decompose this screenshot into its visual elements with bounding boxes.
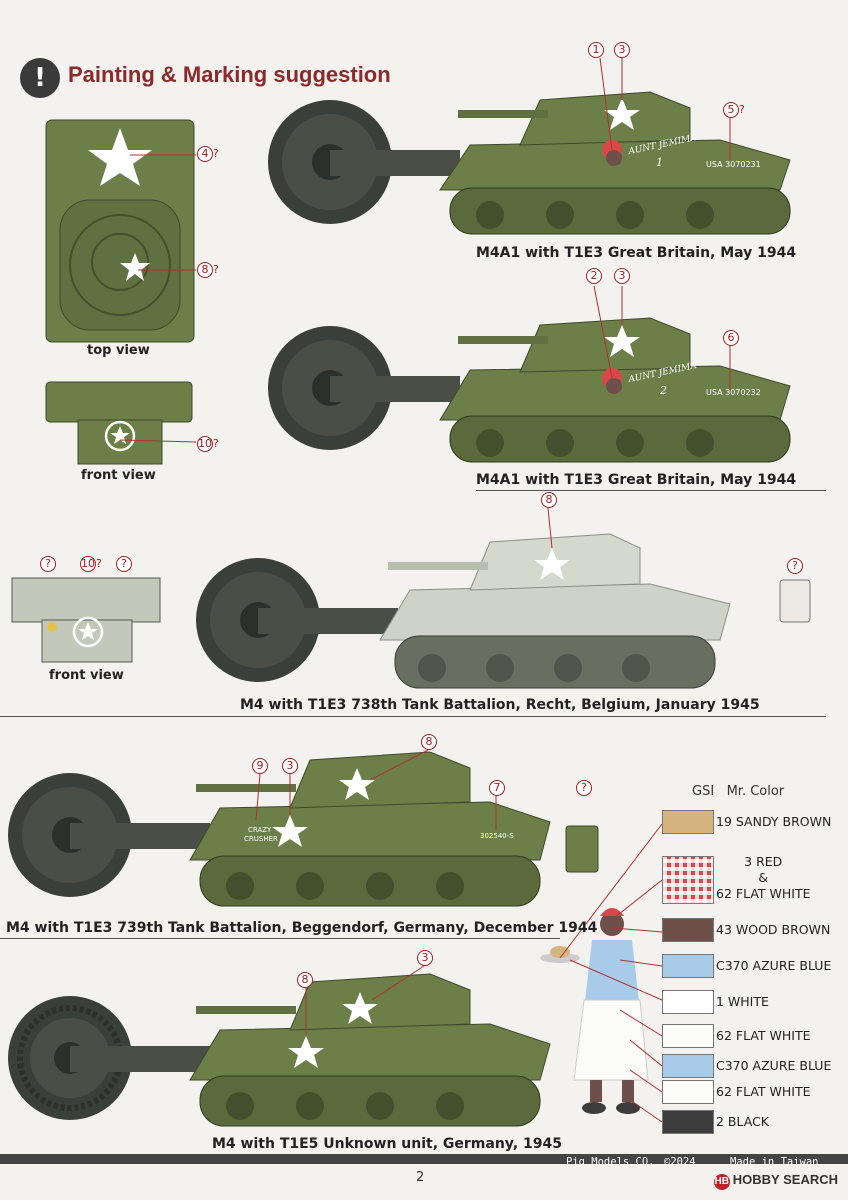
- callout-9: 9: [252, 758, 268, 774]
- legend-label: C370 AZURE BLUE: [716, 1058, 832, 1073]
- figure-illustration: [540, 908, 649, 1114]
- hobby-search-icon: HB: [713, 1174, 730, 1190]
- callout-3b: 3: [614, 268, 630, 284]
- callout-2: 2: [586, 268, 602, 284]
- marking-serial-1: USA 3070231: [706, 160, 761, 169]
- legend-swatch: [662, 1080, 714, 1104]
- footer-company: Pig Models CO.: [566, 1156, 655, 1168]
- caption-tank-2: M4A1 with T1E3 Great Britain, May 1944: [476, 472, 797, 488]
- marking-serial-4: 302540-S: [480, 832, 514, 840]
- tank-4: [8, 751, 599, 907]
- callout-q-1: ?: [40, 556, 56, 572]
- tank-3: [196, 533, 811, 689]
- callout-4: 4?: [197, 146, 219, 162]
- marking-number-1: 1: [656, 156, 663, 169]
- caption-tank-5: M4 with T1E5 Unknown unit, Germany, 1945: [212, 1136, 562, 1152]
- star-marking-4: [88, 128, 152, 186]
- front-view-label-2: front view: [49, 668, 124, 683]
- page-number: 2: [416, 1170, 425, 1185]
- callout-10-front: 10?: [197, 436, 219, 452]
- warning-icon: !: [20, 58, 60, 98]
- legend-swatch: [662, 1110, 714, 1134]
- page-title: Painting & Marking suggestion: [68, 62, 391, 87]
- legend-label: 62 FLAT WHITE: [716, 1084, 811, 1099]
- legend-swatch: [662, 990, 714, 1014]
- legend-label: 43 WOOD BROWN: [716, 922, 831, 937]
- legend-header: GSI Mr. Color: [692, 784, 785, 799]
- caption-tank-4: M4 with T1E3 739th Tank Battalion, Begge…: [6, 920, 598, 936]
- callout-7: 7: [489, 780, 505, 796]
- legend-label: 1 WHITE: [716, 994, 769, 1009]
- legend-label: C370 AZURE BLUE: [716, 958, 832, 973]
- callout-5: 5?: [723, 102, 745, 118]
- marking-crazy: CRAZY: [248, 826, 272, 834]
- caption-tank-3: M4 with T1E3 738th Tank Battalion, Recht…: [240, 697, 760, 713]
- callout-q-4: ?: [576, 780, 592, 796]
- callout-8c: 8: [421, 734, 437, 750]
- callout-3d: 3: [417, 950, 433, 966]
- callout-3c: 3: [282, 758, 298, 774]
- callout-8b: 8: [541, 492, 557, 508]
- callout-q-3: ?: [787, 558, 803, 574]
- front-view-label-1: front view: [81, 468, 156, 483]
- callout-10-q: 10?: [80, 556, 102, 572]
- callout-8-top: 8?: [197, 262, 219, 278]
- callout-3: 3: [614, 42, 630, 58]
- legend-label: 62 FLAT WHITE: [716, 1028, 811, 1043]
- marking-serial-2: USA 3070232: [706, 388, 761, 397]
- legend-swatch: [662, 954, 714, 978]
- star-marking-8: [120, 253, 150, 281]
- callout-1: 1: [588, 42, 604, 58]
- legend-swatch: [662, 810, 714, 834]
- tank-5: [8, 973, 551, 1127]
- legend-swatch: [662, 856, 714, 904]
- caption-tank-1: M4A1 with T1E3 Great Britain, May 1944: [476, 245, 797, 261]
- top-view-label: top view: [87, 343, 150, 358]
- circle-star-marking: [104, 420, 136, 452]
- callout-8d: 8: [297, 972, 313, 988]
- marking-number-2: 2: [660, 384, 667, 397]
- tank-1: [268, 91, 791, 235]
- legend-swatch: [662, 918, 714, 942]
- footer-copyright: ©2024: [664, 1156, 696, 1168]
- tank-2: [268, 317, 791, 463]
- legend-label: 2 BLACK: [716, 1114, 770, 1129]
- legend-swatch: [662, 1024, 714, 1048]
- legend-label: 19 SANDY BROWN: [716, 814, 832, 829]
- footer-bar: [0, 1154, 848, 1164]
- marking-crusher: CRUSHER: [244, 835, 278, 843]
- footer-made: Made in Taiwan: [730, 1156, 819, 1168]
- callout-q-2: ?: [116, 556, 132, 572]
- legend-label: 3 RED&62 FLAT WHITE: [716, 854, 811, 901]
- callout-6: 6: [723, 330, 739, 346]
- legend-swatch: [662, 1054, 714, 1078]
